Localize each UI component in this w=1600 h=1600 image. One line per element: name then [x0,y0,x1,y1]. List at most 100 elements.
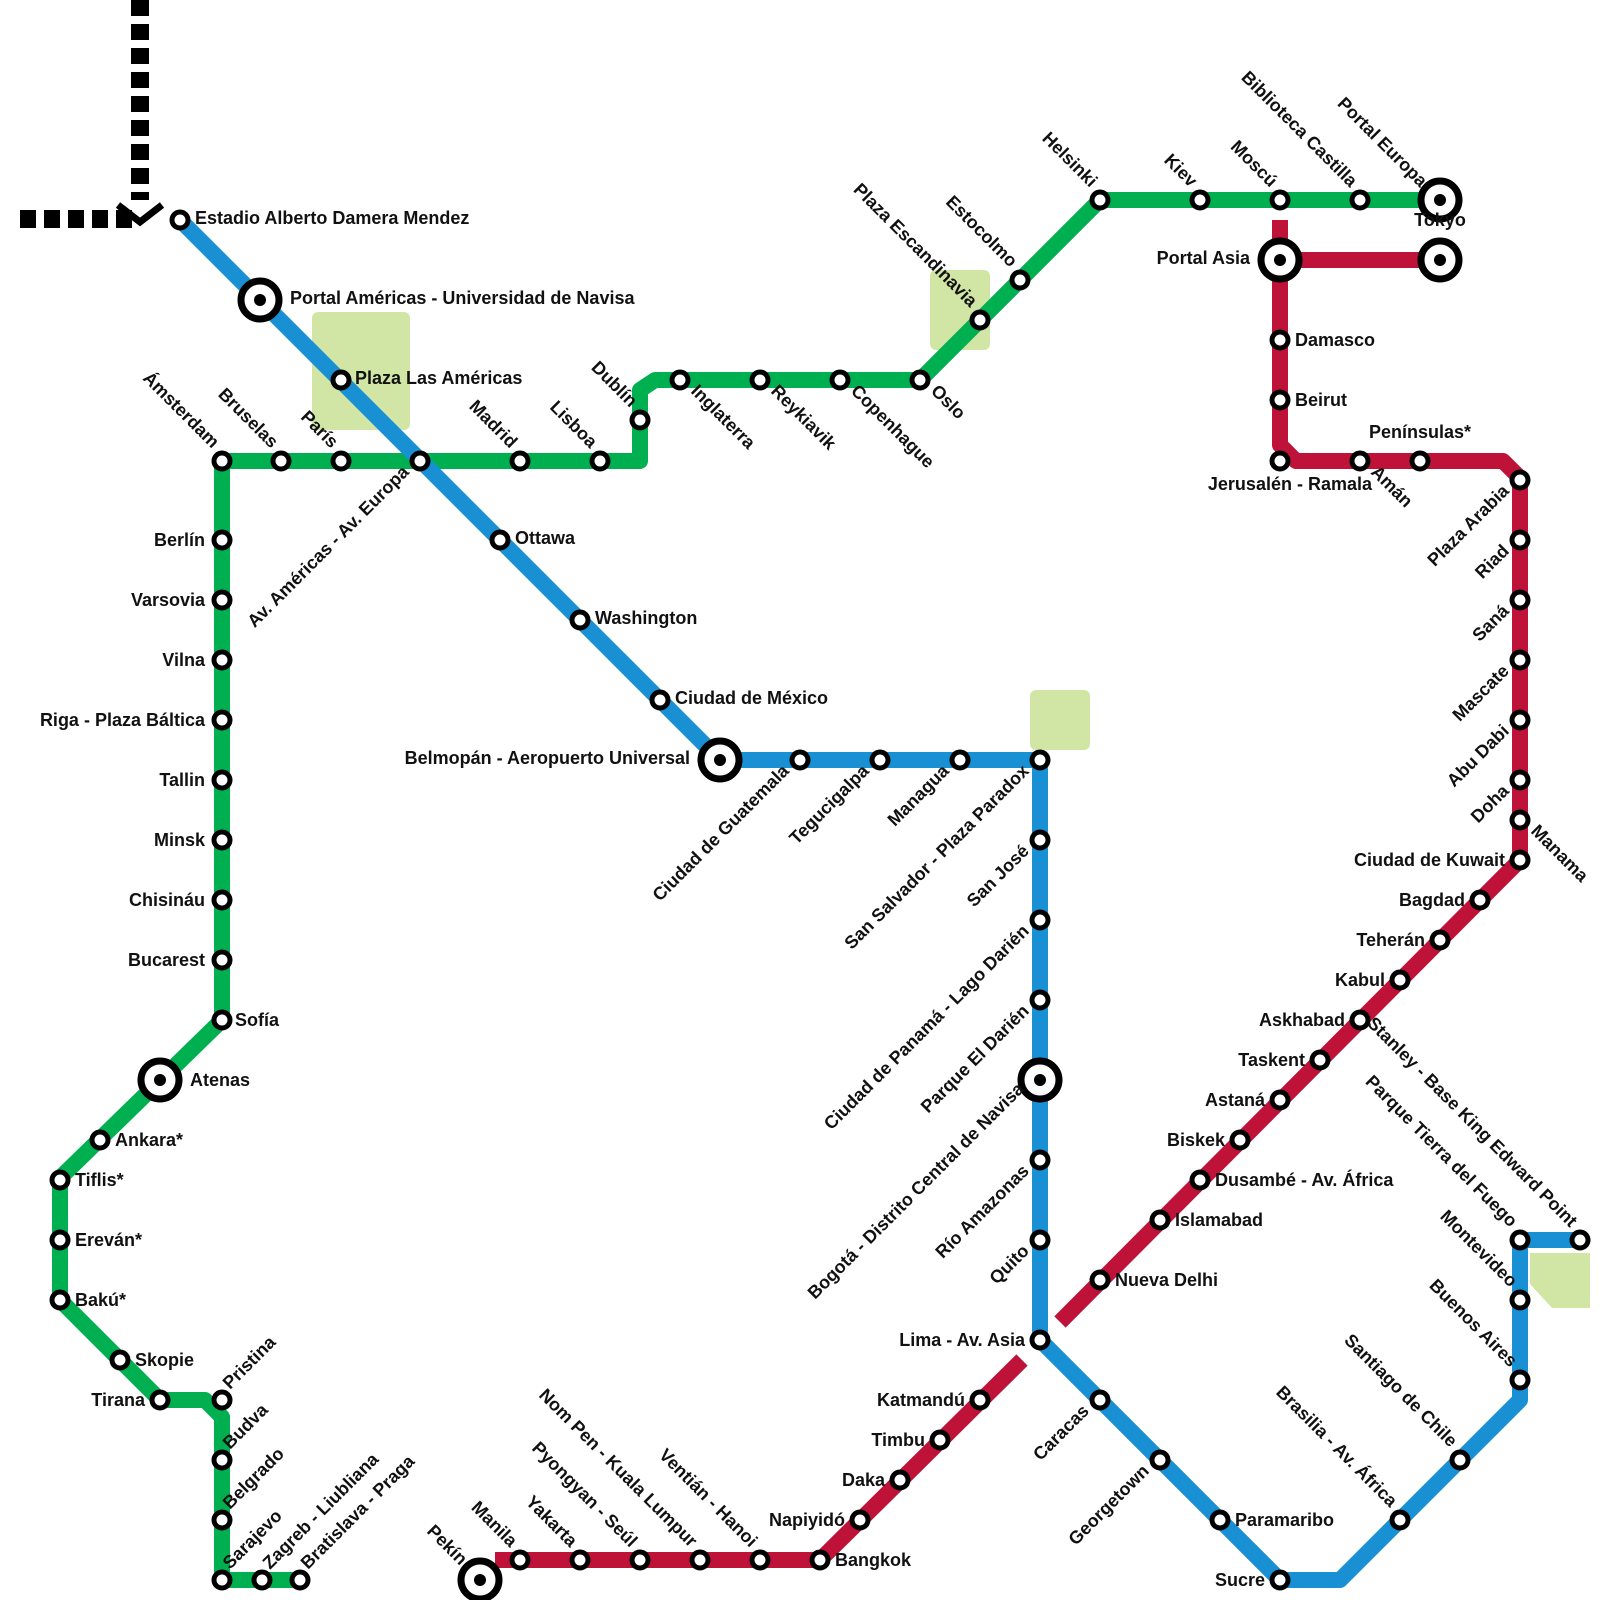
station-chisinau[interactable] [211,889,233,911]
station-yakarta[interactable] [569,1549,591,1571]
station-portal-europa[interactable] [1417,177,1463,223]
station-rio-amazonas[interactable] [1029,1149,1051,1171]
station-estadio-alberto-damera-mendez[interactable] [169,209,191,231]
station-abu-dabi[interactable] [1509,709,1531,731]
station-pekin[interactable] [457,1557,503,1600]
station-biblioteca-castilla[interactable] [1349,189,1371,211]
station-manama[interactable] [1509,809,1531,831]
station-daka[interactable] [889,1469,911,1491]
station-ciudad-de-kuwait[interactable] [1509,849,1531,871]
station-bratislava-praga[interactable] [289,1569,311,1591]
station-copenhague[interactable] [829,369,851,391]
station-ciudad-de-mexico[interactable] [649,689,671,711]
station-teheran[interactable] [1429,929,1451,951]
station-bagdad[interactable] [1469,889,1491,911]
station-ciudad-de-panama-lago-darien[interactable] [1029,909,1051,931]
station-katmandu[interactable] [969,1389,991,1411]
station-buenos-aires[interactable] [1509,1369,1531,1391]
station-kabul[interactable] [1389,969,1411,991]
station-plaza-escandinavia[interactable] [969,309,991,331]
station-plaza-arabia[interactable] [1509,469,1531,491]
station-taskent[interactable] [1309,1049,1331,1071]
station-berlin[interactable] [211,529,233,551]
station-bucarest[interactable] [211,949,233,971]
station-montevideo[interactable] [1509,1289,1531,1311]
station-dusambe-av-africa[interactable] [1189,1169,1211,1191]
station-helsinki[interactable] [1089,189,1111,211]
station-plaza-las-americas[interactable] [330,369,352,391]
station-georgetown[interactable] [1149,1449,1171,1471]
station-minsk[interactable] [211,829,233,851]
station-quito[interactable] [1029,1229,1051,1251]
station-zagreb-liubliana[interactable] [251,1569,273,1591]
station-san-jose[interactable] [1029,829,1051,851]
station-parque-el-darien[interactable] [1029,989,1051,1011]
station-portal-americas-universidad-de-navisa[interactable] [237,277,283,323]
station-tegucigalpa[interactable] [869,749,891,771]
station-ottawa[interactable] [489,529,511,551]
station-bangkok[interactable] [809,1549,831,1571]
station-nueva-delhi[interactable] [1089,1269,1111,1291]
station-tirana[interactable] [149,1389,171,1411]
station-ankara[interactable] [89,1129,111,1151]
station-damasco[interactable] [1269,329,1291,351]
station-skopie[interactable] [109,1349,131,1371]
station-sofia[interactable] [211,1009,233,1031]
station-tallin[interactable] [211,769,233,791]
station-jerusalen-ramala[interactable] [1269,450,1291,472]
station-manila[interactable] [509,1549,531,1571]
station-astana[interactable] [1269,1089,1291,1111]
station-moscu[interactable] [1269,189,1291,211]
station-reykiavik[interactable] [749,369,771,391]
station-amsterdam[interactable] [211,450,233,472]
station-paramaribo[interactable] [1209,1509,1231,1531]
station-riad[interactable] [1509,529,1531,551]
station-baku[interactable] [49,1289,71,1311]
station-belgrado[interactable] [211,1509,233,1531]
station-mascate[interactable] [1509,649,1531,671]
station-stanley-base-king-edward-point[interactable] [1569,1229,1591,1251]
station-doha[interactable] [1509,769,1531,791]
station-oslo[interactable] [909,369,931,391]
station-budva[interactable] [211,1449,233,1471]
station-timbu[interactable] [929,1429,951,1451]
station-biskek[interactable] [1229,1129,1251,1151]
station-varsovia[interactable] [211,589,233,611]
station-napiyido[interactable] [849,1509,871,1531]
station-bruselas[interactable] [270,450,292,472]
station-san-salvador-plaza-paradox[interactable] [1029,749,1051,771]
station-lisboa[interactable] [589,450,611,472]
station-dublin[interactable] [629,409,651,431]
station-portal-asia[interactable] [1257,237,1303,283]
station-riga-plaza-baltica[interactable] [211,709,233,731]
station-ventian-hanoi[interactable] [749,1549,771,1571]
station-ciudad-de-guatemala[interactable] [789,749,811,771]
station-pristina[interactable] [211,1389,233,1411]
station-washington[interactable] [569,609,591,631]
station-islamabad[interactable] [1149,1209,1171,1231]
station-tokyo[interactable] [1417,237,1463,283]
station-atenas[interactable] [137,1057,183,1103]
station-sana[interactable] [1509,589,1531,611]
station-erevan[interactable] [49,1229,71,1251]
station-aman[interactable] [1349,450,1371,472]
station-brasilia-av-africa[interactable] [1389,1509,1411,1531]
station-madrid[interactable] [509,450,531,472]
station-sarajevo[interactable] [211,1569,233,1591]
station-tiflis[interactable] [49,1169,71,1191]
station-caracas[interactable] [1089,1389,1111,1411]
station-estocolmo[interactable] [1009,269,1031,291]
station-bogota-distrito-central-de-navisa[interactable] [1017,1057,1063,1103]
station-askhabad[interactable] [1349,1009,1371,1031]
station-managua[interactable] [949,749,971,771]
station-santiago-de-chile[interactable] [1449,1449,1471,1471]
station-belmopan-aeropuerto-universal[interactable] [697,737,743,783]
station-lima-av-asia[interactable] [1029,1329,1051,1351]
station-kiev[interactable] [1189,189,1211,211]
station-inglaterra[interactable] [669,369,691,391]
station-parque-tierra-del-fuego[interactable] [1509,1229,1531,1251]
station-peninsulas[interactable] [1409,450,1431,472]
station-paris[interactable] [330,450,352,472]
station-vilna[interactable] [211,649,233,671]
station-nom-pen-kuala-lumpur[interactable] [689,1549,711,1571]
